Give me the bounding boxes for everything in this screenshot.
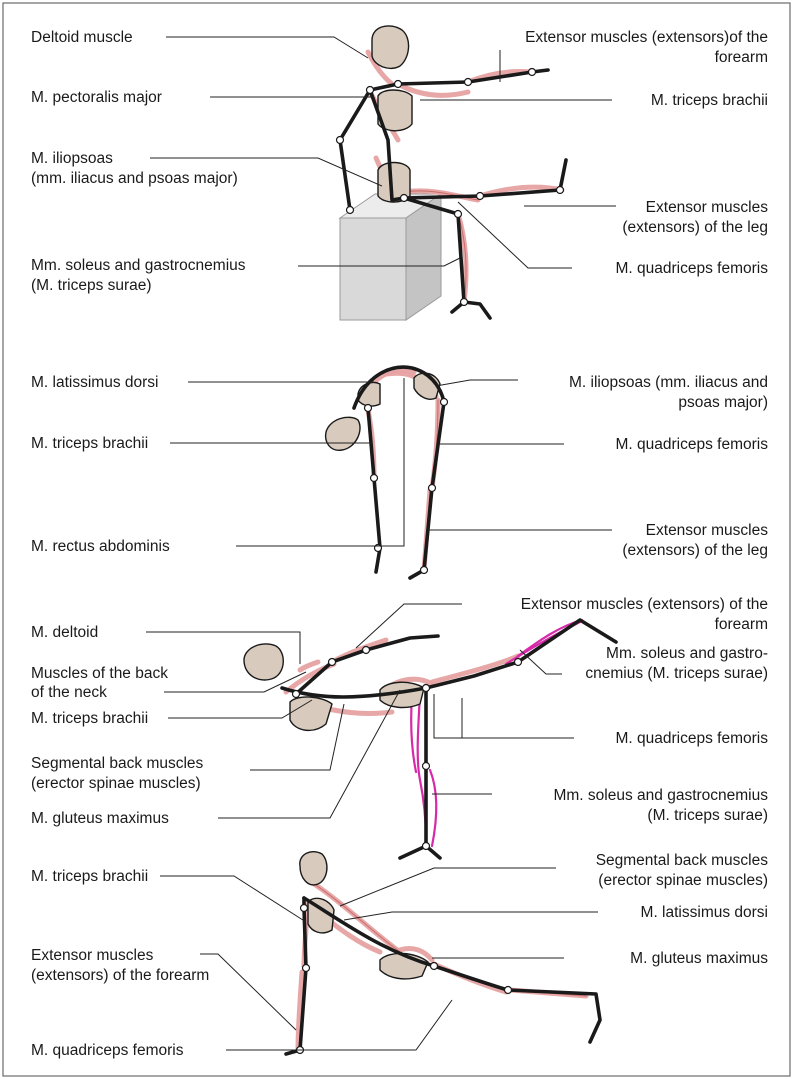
label-soleus-2: (M. triceps surae)	[31, 277, 152, 294]
label-quadriceps-2: M. quadriceps femoris	[616, 436, 769, 453]
label-deltoid: Deltoid muscle	[31, 29, 133, 46]
box-seat	[340, 194, 441, 320]
label-ext-forearm-3b: forearm	[715, 616, 768, 633]
muscle-deltoid-3	[300, 662, 318, 670]
label-ext-forearm-4b: (extensors) of the forearm	[31, 967, 209, 984]
label-ext-forearm-1: Extensor muscles (extensors)of the	[525, 29, 768, 46]
label-soleus-1: Mm. soleus and gastrocnemius	[31, 257, 246, 274]
panel-bending: M. latissimus dorsi M. triceps brachii M…	[31, 367, 768, 578]
label-soleus-3b: cnemius (M. triceps surae)	[585, 665, 768, 682]
chest-segment-3	[290, 697, 332, 730]
label-quadriceps-4: M. quadriceps femoris	[31, 1042, 184, 1059]
muscle-quad-3	[432, 656, 518, 682]
pelvis-segment-4	[380, 953, 428, 978]
label-ext-forearm-4a: Extensor muscles	[31, 947, 154, 964]
label-triceps: M. triceps brachii	[651, 92, 768, 109]
label-triceps-4: M. triceps brachii	[31, 868, 148, 885]
label-ext-leg-2a: Extensor muscles	[646, 522, 769, 539]
panel-arabesque: M. deltoid Muscles of the back of the ne…	[31, 596, 768, 858]
label-quadriceps-3: M. quadriceps femoris	[616, 730, 769, 747]
panel-sitting: Deltoid muscle M. pectoralis major M. il…	[31, 26, 768, 320]
label-rectus: M. rectus abdominis	[31, 538, 170, 555]
label-deltoid-3: M. deltoid	[31, 624, 98, 641]
head-segment-4	[300, 852, 327, 885]
label-neck-1: Muscles of the back	[31, 665, 168, 682]
label-soleus-3c: Mm. soleus and gastrocnemius	[553, 787, 768, 804]
label-latissimus: M. latissimus dorsi	[31, 374, 158, 391]
label-iliopsoas-2: (mm. iliacus and psoas major)	[31, 170, 238, 187]
label-soleus-3a: Mm. soleus and gastro-	[606, 645, 768, 662]
panel-pushup: M. triceps brachii Extensor muscles (ext…	[31, 852, 768, 1059]
label-triceps-2: M. triceps brachii	[31, 435, 148, 452]
head-segment-2	[326, 417, 360, 450]
label-gluteus-3: M. gluteus maximus	[31, 810, 169, 827]
label-ext-forearm-3a: Extensor muscles (extensors) of the	[521, 596, 768, 613]
label-triceps-3: M. triceps brachii	[31, 710, 148, 727]
label-ext-forearm-2: forearm	[715, 49, 768, 66]
label-ext-leg-2b: (extensors) of the leg	[622, 542, 768, 559]
label-soleus-3d: (M. triceps surae)	[647, 807, 768, 824]
head-segment	[372, 26, 409, 68]
label-ext-leg-2: (extensors) of the leg	[622, 219, 768, 236]
label-latissimus-4: M. latissimus dorsi	[641, 904, 768, 921]
head-segment-3	[244, 644, 283, 680]
label-neck-2: of the neck	[31, 684, 107, 701]
label-ext-leg-1: Extensor muscles	[646, 199, 769, 216]
label-iliopsoas-2a: M. iliopsoas (mm. iliacus and	[569, 374, 768, 391]
label-segmental-3a: Segmental back muscles	[31, 755, 204, 772]
label-pectoralis: M. pectoralis major	[31, 89, 162, 106]
label-segmental-3b: (erector spinae muscles)	[31, 775, 201, 792]
label-quadriceps: M. quadriceps femoris	[616, 260, 769, 277]
label-iliopsoas-2b: psoas major)	[678, 394, 768, 411]
label-segmental-4a: Segmental back muscles	[596, 852, 769, 869]
label-segmental-4b: (erector spinae muscles)	[598, 872, 768, 889]
label-iliopsoas-1: M. iliopsoas	[31, 150, 113, 167]
label-gluteus-4: M. gluteus maximus	[630, 950, 768, 967]
